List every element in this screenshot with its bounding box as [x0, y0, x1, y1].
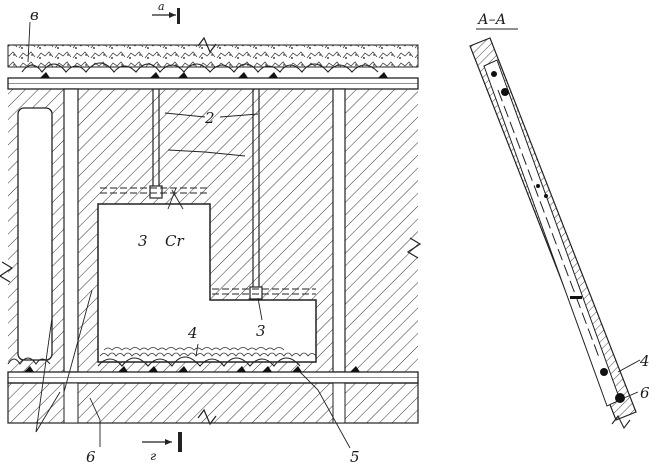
break-mark-bottom — [197, 408, 217, 426]
section-marks — [491, 71, 625, 403]
ore-pass-right — [212, 89, 316, 300]
label-6-bottom: 6 — [86, 448, 96, 466]
break-mark-left — [0, 261, 14, 283]
break-mark-right — [406, 237, 422, 259]
ore-pass-left — [100, 89, 210, 199]
label-6-section: 6 — [640, 384, 650, 402]
section-leaders — [617, 359, 641, 399]
top-rubble-layer — [7, 44, 419, 68]
leader-lines — [27, 21, 351, 449]
section-arrow-bottom — [142, 432, 182, 452]
label-section-mark-bottom: г — [150, 449, 156, 463]
raise-column-right — [332, 88, 346, 373]
label-3-right: 3 — [256, 322, 266, 340]
bottom-cross-drift-right — [332, 382, 346, 424]
inclined-centerline — [497, 89, 601, 361]
raise-column-left — [63, 88, 79, 373]
section-arrow-top — [152, 8, 180, 24]
left-raise-boulders — [7, 357, 51, 365]
inclined-opening — [483, 59, 621, 407]
label-3-left: 3 — [138, 232, 148, 250]
label-cr: Cr — [165, 232, 184, 250]
top-boulders — [21, 62, 379, 73]
bottom-boulders — [97, 356, 301, 367]
section-view — [469, 28, 641, 430]
label-section-title: А–А — [477, 12, 506, 28]
label-4-main: 4 — [187, 324, 198, 342]
label-5-bottom: 5 — [350, 448, 360, 466]
broken-ore — [99, 347, 317, 357]
label-2: 2 — [204, 109, 215, 127]
bottom-cross-drift — [63, 382, 79, 424]
hatched-rock-mass — [8, 89, 418, 372]
stope-opening — [97, 203, 317, 363]
top-chutes — [40, 72, 388, 78]
label-4-section: 4 — [639, 352, 650, 370]
label-top-left: в — [30, 6, 39, 24]
section-bottom-break — [611, 414, 631, 430]
bottom-chutes — [24, 366, 360, 372]
main-view — [0, 8, 422, 452]
label-section-mark-top: а — [158, 0, 165, 13]
break-mark-top — [197, 36, 217, 54]
left-raise — [17, 107, 53, 361]
